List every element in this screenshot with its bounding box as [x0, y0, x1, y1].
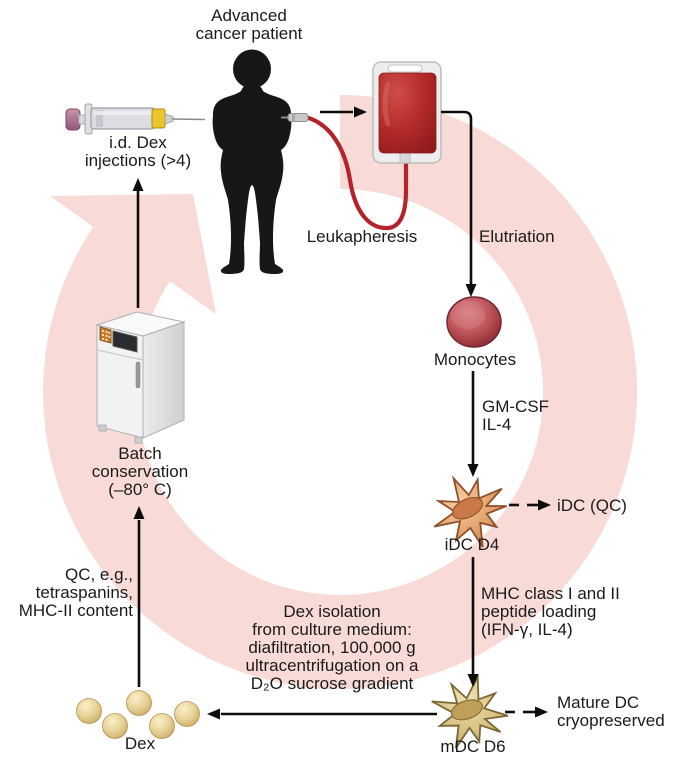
arrow-dashed-mature-dc	[505, 706, 548, 718]
arrow-idc-to-mdc	[467, 557, 479, 687]
arrow-patient-to-bag	[320, 106, 367, 118]
monocytes-label: Monocytes	[433, 350, 517, 369]
leukapheresis-label: Leukapheresis	[306, 227, 418, 246]
arrow-mdc-to-dex	[207, 708, 437, 720]
freezer-icon	[95, 311, 186, 444]
patient-title: Advanced cancer patient	[195, 6, 303, 43]
leukapheresis-tube	[304, 115, 409, 231]
blood-bag-icon	[372, 61, 442, 164]
process-arrows	[132, 106, 551, 720]
arrow-freezer-to-injections	[132, 178, 144, 308]
idc-d4-label: iDC D4	[444, 535, 500, 554]
arrow-dashed-idc-qc	[509, 499, 551, 511]
cycle-arrow-ring	[43, 94, 638, 689]
bag-blood-window	[378, 72, 437, 154]
patient-silhouette	[212, 49, 292, 274]
mdc-cell-icon	[416, 662, 520, 764]
dex-label: Dex	[124, 734, 156, 753]
arrow-monocytes-to-idc	[467, 371, 479, 477]
cannula-icon	[281, 113, 309, 122]
monocyte-icon	[446, 296, 502, 348]
mature-dc-label: Mature DC cryopreserved	[557, 693, 665, 730]
mhc-loading-label: MHC class I and II peptide loading (IFN-…	[481, 584, 620, 639]
idc-cell-icon	[427, 470, 513, 555]
syringe-needle	[171, 118, 206, 121]
freezer-handle	[135, 361, 141, 389]
idc-qc-label: iDC (QC)	[557, 496, 627, 515]
syringe-collar	[151, 108, 166, 129]
dex-isolation-label: Dex isolation from culture medium: diafi…	[245, 602, 419, 693]
arrow-elutriation	[441, 110, 477, 297]
elutriation-label: Elutriation	[479, 227, 555, 246]
syringe-icon	[65, 103, 206, 135]
cycle-arrowhead	[50, 194, 216, 314]
freezer-window	[112, 330, 138, 353]
injections-label: i.d. Dex injections (>4)	[84, 133, 192, 170]
bag-hanger-slot	[387, 64, 423, 73]
batch-conservation-label: Batch conservation (–80° C)	[91, 444, 189, 499]
arrow-dex-to-freezer	[133, 506, 145, 687]
qc-block-label: QC, e.g., tetraspanins, MHC-II content	[18, 565, 133, 620]
dex-vesicles-icon	[76, 690, 200, 739]
mdc-d6-label: mDC D6	[440, 737, 506, 756]
cytokines-label: GM-CSF IL-4	[482, 397, 550, 434]
